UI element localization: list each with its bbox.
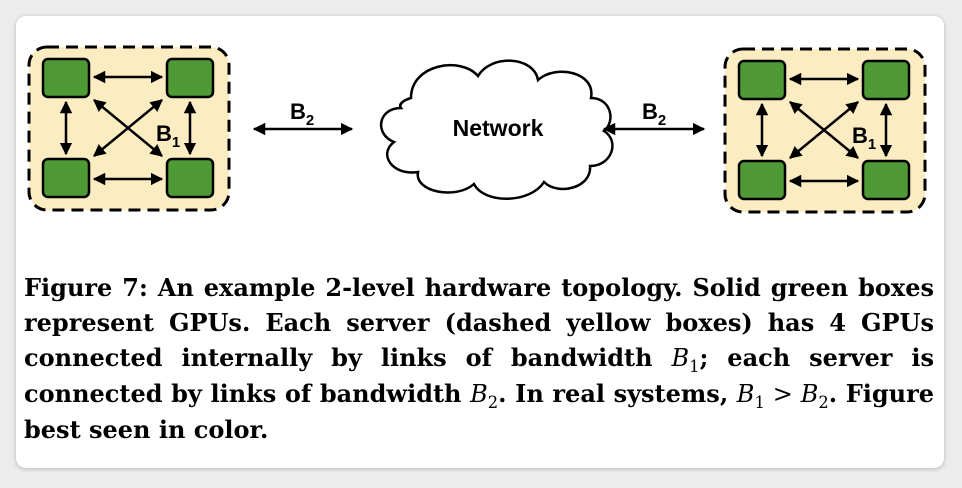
- server-bandwidth-label: B1: [156, 121, 180, 151]
- figure-card: B1 B2 Network B2: [16, 16, 944, 468]
- gpu-box: [165, 157, 215, 199]
- math-gt: >: [764, 380, 801, 408]
- figure-caption: Figure 7: An example 2-level hardware to…: [24, 270, 934, 447]
- gpu-box: [41, 157, 91, 199]
- link-arrow: [93, 99, 163, 157]
- caption-text: Figure 7: An example 2-level hardware to…: [24, 273, 934, 372]
- link-arrow: [789, 101, 859, 159]
- gpu-box: [861, 59, 911, 101]
- gpu-box: [737, 159, 787, 201]
- math-b1: B1: [736, 380, 765, 412]
- server-left: B1: [27, 45, 231, 212]
- server-right: B1: [723, 47, 927, 214]
- caption-text: ; each server is connected by links of b…: [24, 343, 934, 408]
- cloud-shape: [379, 59, 614, 200]
- gpu-box: [165, 57, 215, 99]
- gpu-box: [41, 57, 91, 99]
- network-bandwidth-label: B2: [290, 99, 314, 129]
- caption-text: . Figure best seen in color.: [24, 379, 934, 444]
- network-bandwidth-label: B2: [642, 99, 666, 129]
- math-b2: B2: [470, 380, 499, 412]
- topology-diagram: B1 B2 Network B2: [27, 45, 927, 214]
- network-label: Network: [453, 115, 544, 141]
- network-cloud: Network: [379, 59, 614, 200]
- server-bandwidth-label: B1: [852, 123, 876, 153]
- gpu-box: [861, 159, 911, 201]
- math-b1: B1: [671, 344, 700, 376]
- gpu-box: [737, 59, 787, 101]
- caption-text: . In real systems,: [498, 379, 737, 408]
- math-b2: B2: [800, 380, 829, 412]
